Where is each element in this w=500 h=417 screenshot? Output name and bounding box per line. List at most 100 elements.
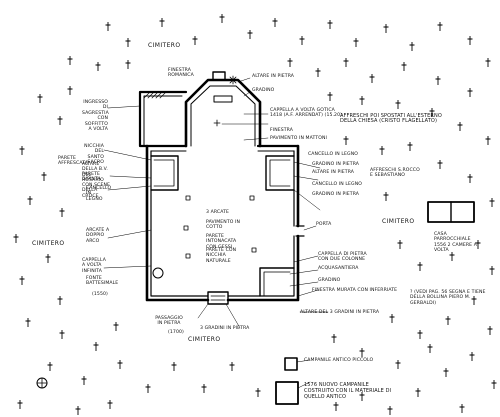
label-finestra-murata: FINESTRA MURATA CON INFERRIATE <box>312 288 398 293</box>
cross-icon <box>467 36 473 45</box>
cross-icon <box>229 362 235 371</box>
leader-lines <box>103 77 329 389</box>
old-bell-tower <box>284 357 298 371</box>
label-passaggio-pietra: PASSAGGIO IN PIETRA <box>155 316 183 327</box>
label-gradino-pietra-right: GRADINO IN PIETRA <box>312 162 360 167</box>
main-altar <box>213 95 233 103</box>
cross-icon <box>41 172 47 181</box>
cross-icon <box>445 316 451 325</box>
cross-icon <box>13 234 19 243</box>
right-chapel <box>265 155 295 191</box>
baptismal-font <box>152 267 164 279</box>
cross-icon <box>299 36 305 45</box>
nave-outer-wall <box>145 144 300 302</box>
label-cancello-legno-left: CANCELLO IN LEGNO <box>86 186 112 202</box>
cross-icon <box>67 86 73 95</box>
label-altare-gradino: ALTARE DEL 3 GRADINI IN PIETRA <box>300 310 380 315</box>
cross-icon <box>159 18 165 27</box>
cross-icon <box>343 136 349 145</box>
label-casa-parrocchiale: CASA PARROCCHIALE 1556 2 CAMERE A VOLTA <box>434 232 477 254</box>
label-gradino-top: GRADINO <box>252 88 275 93</box>
cross-icon <box>333 402 339 411</box>
label-gradino-pietra: GRADINO IN PIETRA <box>312 192 360 197</box>
cross-icon <box>417 330 423 339</box>
cross-icon <box>201 384 207 393</box>
nave-pillar-1 <box>183 225 189 231</box>
nave-pillar-3 <box>185 253 191 259</box>
cross-icon <box>379 146 385 155</box>
cross-icon <box>59 330 65 339</box>
cross-icon <box>491 380 497 389</box>
cross-icon <box>95 62 101 71</box>
label-parete-dipinta: PARETE DIPINTA CON SCENE DELLA CROCE <box>82 172 110 199</box>
cemetery-label-bottom: CIMITERO <box>188 336 221 343</box>
label-parete-gessi: PARETE INTONACATA CON GESSI <box>206 234 237 250</box>
cross-icon <box>369 74 375 83</box>
cross-icon <box>75 406 81 415</box>
cross-icon <box>25 318 31 327</box>
sacristy-wall <box>138 90 188 148</box>
nave-inner-wall <box>150 150 295 297</box>
cross-icon <box>125 60 131 69</box>
cross-icon <box>19 276 25 285</box>
cross-icon <box>383 192 389 201</box>
sacristy-hatch <box>143 91 167 99</box>
label-cappella-volta: CAPPELLA A VOLTA GOTICA 1418 (A.F. ARREN… <box>270 108 342 119</box>
cross-icon <box>117 360 123 369</box>
cross-icon <box>471 296 477 305</box>
cross-icon <box>395 100 401 109</box>
cross-icon <box>467 88 473 97</box>
cross-icon <box>437 22 443 31</box>
cross-icon <box>467 174 473 183</box>
label-gradino-right: GRADINO <box>318 278 341 283</box>
cross-icon <box>59 208 65 217</box>
label-affreschi-rocco: AFFRESCHI S.ROCCO E SEBASTIANO <box>370 168 420 179</box>
label-acquasantiera: ACQUASANTIERA <box>318 266 359 271</box>
compass-icon <box>36 377 48 389</box>
cross-icon <box>27 196 33 205</box>
cross-icon <box>67 56 73 65</box>
cross-icon <box>449 252 455 261</box>
label-parete-nicchia: PARETE CON NICCHIA NATURALE <box>206 248 237 264</box>
romanesque-window <box>212 71 226 81</box>
label-fonte-anno: (1550) <box>92 292 108 297</box>
cross-icon <box>415 388 421 397</box>
label-altare-sinistra: ALTARE DELLA B.V. DEL ROSARIO <box>82 162 108 184</box>
label-affreschi-spostati: AFFRESCHI POI SPOSTATI ALL'ESTERNO DELLA… <box>340 113 442 125</box>
cross-icon <box>113 322 119 331</box>
star-icon-2 <box>213 119 221 127</box>
cross-icon <box>315 68 321 77</box>
cross-icon <box>429 108 435 117</box>
cross-icon <box>45 254 51 263</box>
cross-icon <box>125 38 131 47</box>
cross-icon <box>359 392 365 401</box>
label-pavimento-mattoni: PAVIMENTO IN MATTONI <box>270 136 327 141</box>
new-bell-tower <box>275 381 299 405</box>
label-cancello-legno-right: CANCELLO IN LEGNO <box>308 152 358 157</box>
main-door <box>207 291 229 305</box>
label-tre-gradini: 3 GRADINI IN PIETRA <box>200 326 250 331</box>
cross-icon <box>57 296 63 305</box>
cross-icon <box>343 58 349 67</box>
nave-pillar-5 <box>185 195 191 201</box>
label-campanile-nuovo: 1576 NUOVO CAMPANILE COSTRUITO CON IL MA… <box>304 382 392 400</box>
label-cappella-vetrina: CAPPELLA A VOLTA INFINITA <box>82 258 106 274</box>
side-door <box>295 225 305 237</box>
cross-icon <box>457 122 463 131</box>
right-lower-chapel <box>259 267 295 297</box>
label-fonte-battesimale: FONTE BATTESIMALE <box>86 276 119 287</box>
cross-icon <box>383 24 389 33</box>
cross-icon <box>219 14 225 23</box>
cross-icon <box>105 22 111 31</box>
cross-icon <box>417 262 423 271</box>
cross-icon <box>389 314 395 323</box>
cross-icon <box>401 62 407 71</box>
cross-icon <box>171 362 177 371</box>
cross-icon <box>485 58 491 67</box>
cemetery-label-top: CIMITERO <box>148 42 181 49</box>
cross-icon <box>469 352 475 361</box>
cross-icon <box>255 388 261 397</box>
cross-icon <box>489 266 495 275</box>
label-finestra: FINESTRA <box>270 128 294 133</box>
